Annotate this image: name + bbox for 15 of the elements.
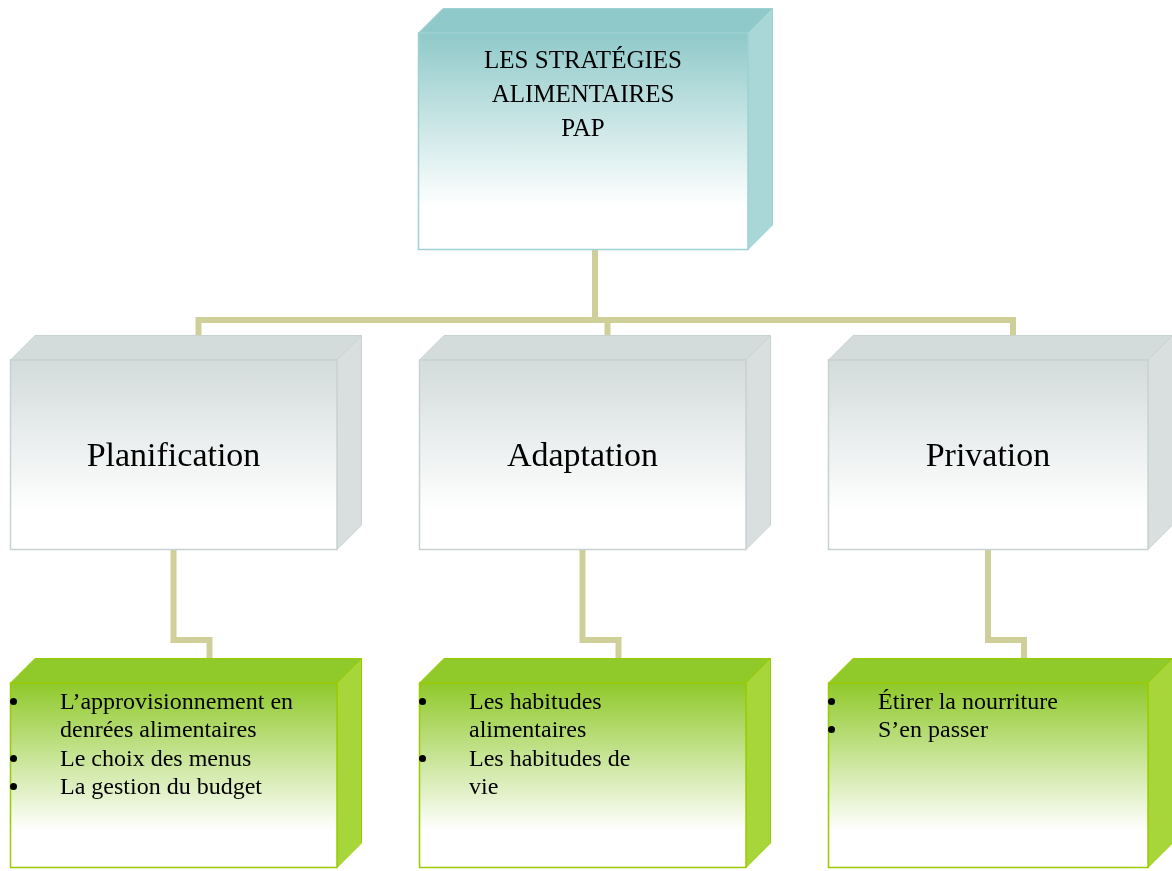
- list-item: La gestion du budget: [60, 772, 262, 799]
- connector-line: [985, 550, 1027, 658]
- list-item: Les habitudes alimentaires: [469, 688, 602, 743]
- connector-line: [579, 550, 622, 658]
- category-label: Privation: [925, 436, 1051, 474]
- list-item: S’en passer: [878, 716, 988, 743]
- list-item: L’approvisionnement en denrées alimentaires: [60, 688, 294, 743]
- connector-line: [592, 250, 1016, 335]
- category-label: Adaptation: [506, 436, 659, 474]
- connector-line: [170, 550, 213, 658]
- list-item: Le choix des menus: [60, 744, 252, 771]
- list-item: Les habitudes de vie: [469, 744, 631, 799]
- node-label: LES STRATÉGIES ALIMENTAIRES PAP: [483, 45, 683, 143]
- list-item: Étirer la nourriture: [878, 688, 1058, 714]
- category-label: Planification: [86, 436, 261, 474]
